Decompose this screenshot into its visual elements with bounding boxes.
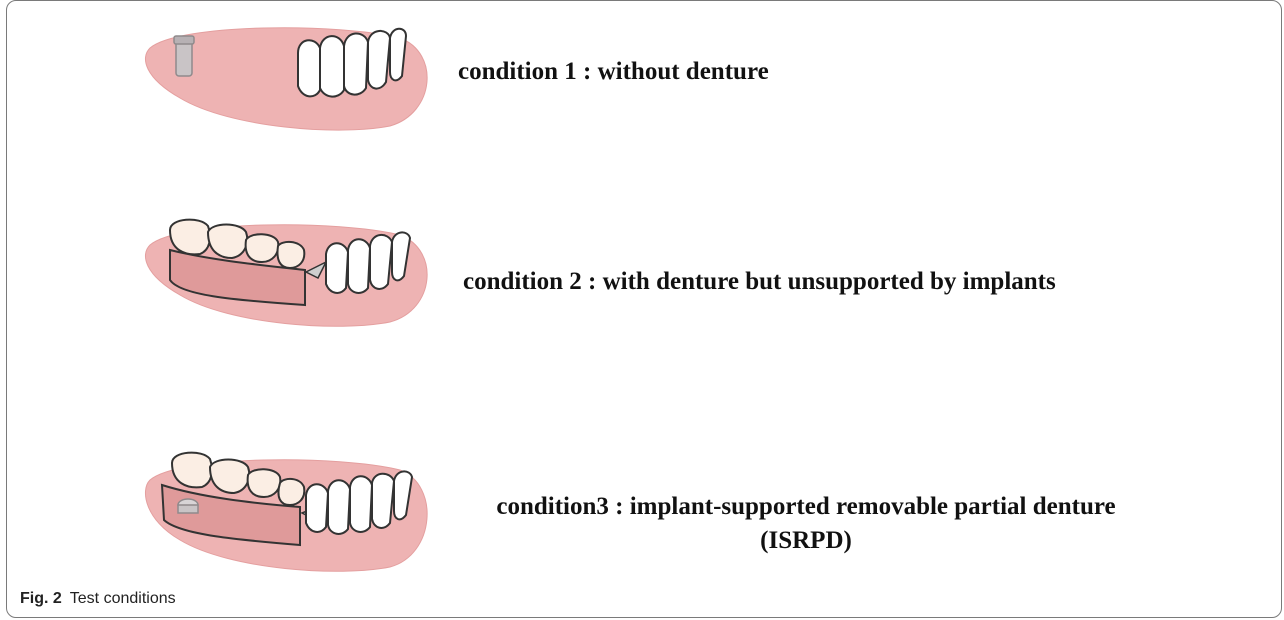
figure-caption: Fig. 2 Test conditions <box>20 590 176 608</box>
jaw-illustration-3 <box>140 445 440 580</box>
figure-label: Fig. 2 <box>20 590 62 607</box>
implant-abutment-icon <box>178 499 198 513</box>
implant-icon <box>174 36 194 76</box>
figure-caption-text: Test conditions <box>70 590 176 607</box>
condition-3-label: condition3 : implant-supported removable… <box>446 490 1166 558</box>
jaw-illustration-2 <box>140 210 440 335</box>
condition-1-label: condition 1 : without denture <box>458 58 769 86</box>
condition-2-label: condition 2 : with denture but unsupport… <box>463 268 1056 296</box>
jaw-illustration-1 <box>140 18 440 138</box>
condition-3-line-2: (ISRPD) <box>446 524 1166 558</box>
condition-3-line-1: condition3 : implant-supported removable… <box>446 490 1166 524</box>
